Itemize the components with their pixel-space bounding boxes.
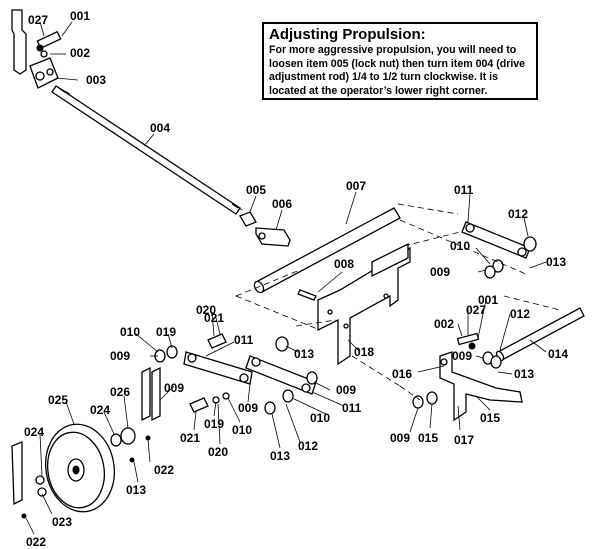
callout-024-lower: 024 bbox=[24, 425, 44, 439]
callout-021-upper: 021 bbox=[204, 311, 224, 325]
callout-013-lower: 013 bbox=[270, 449, 290, 463]
callout-012-lower: 012 bbox=[298, 439, 318, 453]
washers-center bbox=[154, 336, 318, 415]
callout-008: 008 bbox=[334, 257, 354, 271]
callout-001-right: 001 bbox=[478, 293, 498, 307]
callout-020-lower: 020 bbox=[208, 445, 228, 459]
callout-022-lower: 022 bbox=[26, 535, 46, 549]
callout-013-left: 013 bbox=[126, 483, 146, 497]
leader-lines bbox=[25, 21, 547, 535]
adjusting-propulsion-note: Adjusting Propulsion: For more aggressiv… bbox=[262, 22, 538, 100]
callout-005: 005 bbox=[246, 183, 266, 197]
outer-bracket-lower bbox=[11, 441, 47, 519]
washers-right-lower bbox=[482, 351, 502, 369]
callout-011-center: 011 bbox=[234, 333, 254, 347]
note-title: Adjusting Propulsion: bbox=[269, 26, 426, 43]
callout-labels: 027 001 002 003 004 005 006 007 008 011 … bbox=[24, 9, 568, 549]
callout-027: 027 bbox=[28, 13, 48, 27]
threaded-rod-004 bbox=[51, 85, 243, 215]
callout-015-left: 015 bbox=[418, 431, 438, 445]
callout-021-lower: 021 bbox=[180, 431, 200, 445]
callout-010-lower: 010 bbox=[232, 423, 252, 437]
callout-017: 017 bbox=[454, 433, 474, 447]
adjuster-block-006 bbox=[255, 227, 291, 247]
wheel-025 bbox=[45, 423, 115, 513]
callout-027-right: 027 bbox=[466, 303, 486, 317]
callout-009-left: 009 bbox=[110, 349, 130, 363]
callout-009-center: 009 bbox=[238, 401, 258, 415]
callout-018: 018 bbox=[354, 345, 374, 359]
bolts-021-020 bbox=[189, 333, 230, 413]
callout-025: 025 bbox=[48, 393, 68, 407]
bolt-008 bbox=[297, 289, 317, 301]
washers-015-lower bbox=[412, 391, 438, 409]
shaft-014 bbox=[495, 307, 585, 362]
alignment-lines bbox=[235, 203, 561, 401]
lock-nut-005 bbox=[239, 211, 257, 227]
callout-019-lower: 019 bbox=[204, 417, 224, 431]
callout-011-upper: 011 bbox=[454, 183, 474, 197]
upper-bracket bbox=[11, 9, 27, 75]
callout-024-upper: 024 bbox=[90, 403, 110, 417]
bushing-026-024 bbox=[110, 427, 151, 463]
link-bar-011-upper bbox=[461, 221, 531, 259]
link-bar-011-right bbox=[245, 355, 317, 395]
pin-027-001 bbox=[36, 30, 62, 58]
callout-010-left: 010 bbox=[120, 325, 140, 339]
callout-012-right: 012 bbox=[510, 307, 530, 321]
callout-015-right: 015 bbox=[480, 411, 500, 425]
bushing-012-upper bbox=[523, 236, 537, 252]
pin-set-027-001-002-right bbox=[456, 332, 480, 350]
callout-001: 001 bbox=[70, 9, 90, 23]
callout-009-right: 009 bbox=[452, 349, 472, 363]
callout-004: 004 bbox=[150, 121, 170, 135]
callout-026: 026 bbox=[110, 385, 130, 399]
callout-009-left-lower: 009 bbox=[164, 381, 184, 395]
callout-019-upper: 019 bbox=[156, 325, 176, 339]
callout-011-lower: 011 bbox=[342, 401, 362, 415]
clevis-assembly bbox=[29, 57, 59, 89]
washers-010-009-upper bbox=[484, 259, 504, 279]
callout-010-center: 010 bbox=[310, 411, 330, 425]
note-body: For more aggressive propulsion, you will… bbox=[269, 44, 526, 97]
callout-013-upper: 013 bbox=[546, 255, 566, 269]
frame-018 bbox=[317, 242, 411, 366]
callout-013-center: 013 bbox=[294, 347, 314, 361]
crank-arm-016 bbox=[439, 351, 523, 422]
callout-007: 007 bbox=[346, 179, 366, 193]
side-plate-left bbox=[141, 366, 161, 422]
callout-003: 003 bbox=[86, 73, 106, 87]
callout-023: 023 bbox=[52, 515, 72, 529]
callout-012-upper: 012 bbox=[508, 207, 528, 221]
callout-010-upper: 010 bbox=[450, 239, 470, 253]
callout-009-upper: 009 bbox=[430, 265, 450, 279]
callout-002-right: 002 bbox=[434, 317, 454, 331]
link-bar-011-center bbox=[183, 351, 253, 385]
callout-002: 002 bbox=[70, 46, 90, 60]
callout-013-right: 013 bbox=[514, 367, 534, 381]
callout-016: 016 bbox=[392, 367, 412, 381]
callout-014: 014 bbox=[548, 347, 568, 361]
callout-020-upper: 020 bbox=[196, 303, 216, 317]
axle-shaft-007 bbox=[253, 207, 401, 294]
callout-022-upper: 022 bbox=[154, 463, 174, 477]
callout-006: 006 bbox=[272, 197, 292, 211]
callout-009-center-right: 009 bbox=[336, 383, 356, 397]
callout-009-lower-right: 009 bbox=[390, 431, 410, 445]
